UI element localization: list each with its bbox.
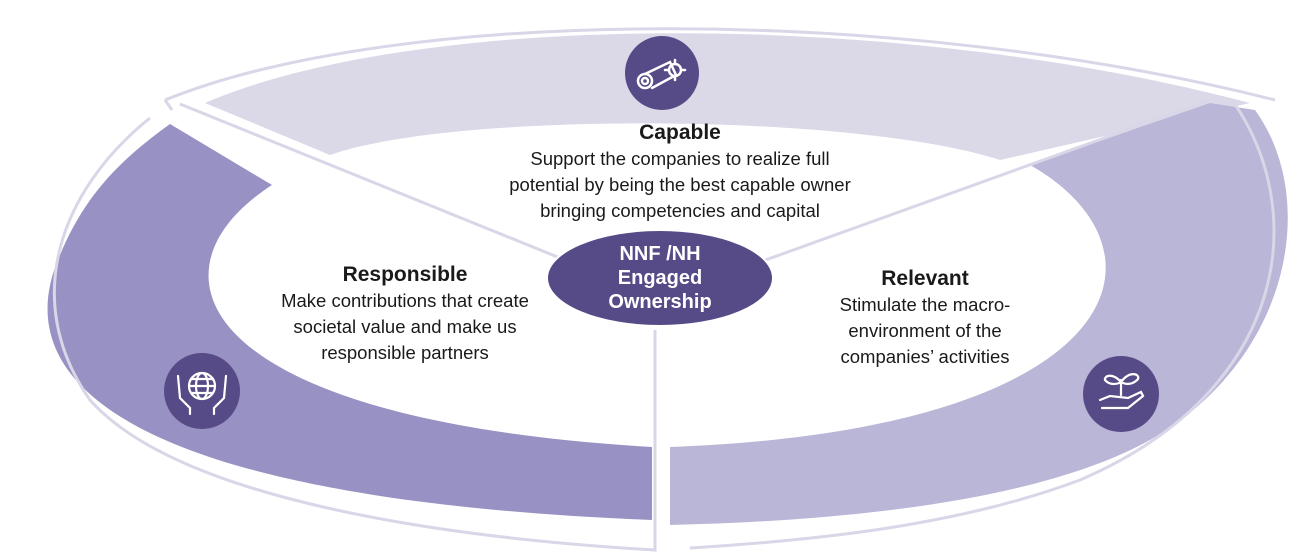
divider-left <box>179 102 561 260</box>
seedling-in-hand-icon <box>1083 356 1159 432</box>
relevant-text-block: Relevant Stimulate the macro- environmen… <box>790 266 1060 370</box>
outer-ring-outline-left <box>163 99 174 111</box>
center-hub-label: NNF /NH Engaged Ownership <box>545 230 775 326</box>
hub-line-2: Engaged <box>617 267 703 289</box>
capable-line-2: potential by being the best capable owne… <box>509 174 851 195</box>
responsible-line-1: Make contributions that create <box>281 290 529 311</box>
capable-line-3: bringing competencies and capital <box>540 200 820 221</box>
capable-line-1: Support the companies to realize full <box>530 148 830 169</box>
globe-in-hands-icon <box>164 353 240 429</box>
responsible-line-3: responsible partners <box>321 342 489 363</box>
hub-line-3: Ownership <box>608 291 712 313</box>
capable-title: Capable <box>639 121 721 144</box>
center-hub <box>546 229 774 327</box>
relevant-line-2: environment of the <box>848 320 1002 341</box>
outer-ring-outline <box>164 27 1276 102</box>
relevant-line-1: Stimulate the macro- <box>839 294 1011 315</box>
segment-responsible-outline <box>52 116 657 552</box>
hub-line-1: NNF /NH <box>619 243 701 265</box>
relevant-title: Relevant <box>881 267 969 290</box>
segment-relevant-outline <box>689 98 1276 550</box>
segment-capable <box>205 33 1250 160</box>
relevant-line-3: companies’ activities <box>840 346 1010 367</box>
responsible-text-block: Responsible Make contributions that crea… <box>240 262 570 366</box>
responsible-title: Responsible <box>342 263 468 286</box>
responsible-line-2: societal value and make us <box>293 316 517 337</box>
capable-text-block: Capable Support the companies to realize… <box>470 120 890 224</box>
diploma-gear-icon <box>625 36 699 110</box>
